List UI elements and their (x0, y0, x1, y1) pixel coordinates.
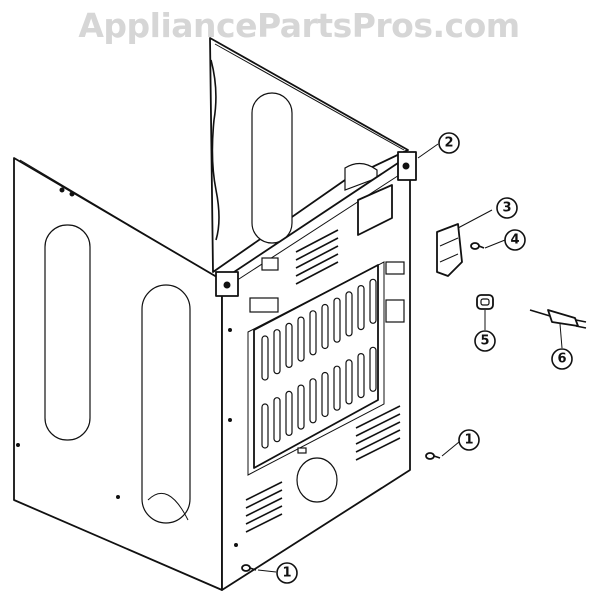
callout-5-label: 5 (480, 334, 489, 349)
louver-slot (261, 335, 269, 381)
upper-vent (295, 229, 339, 285)
louver-slot (321, 303, 329, 350)
louver-slot (309, 310, 317, 356)
louver-slot (321, 371, 329, 418)
left-side-panel (13, 157, 223, 591)
part-5-grommet (476, 294, 494, 310)
lower-right-vent (355, 405, 401, 461)
lower-left-vent (245, 481, 283, 533)
part-4-screw (470, 242, 485, 250)
exhaust-port (296, 457, 338, 503)
callout-1b: 1 (276, 562, 298, 584)
louver-slot (309, 378, 317, 424)
louver-slot (345, 291, 353, 337)
part-1-screw-a (425, 452, 441, 460)
callout-4: 4 (504, 229, 526, 251)
louver-slot (297, 316, 305, 362)
callout-6-label: 6 (557, 352, 566, 367)
louver-slot (345, 359, 353, 405)
louver-slot (285, 322, 293, 368)
callout-2-label: 2 (444, 136, 453, 151)
callout-3: 3 (496, 197, 518, 219)
callout-1b-label: 1 (282, 566, 291, 581)
louver-slot (369, 346, 377, 392)
louver-slot (273, 329, 281, 375)
rear-panel (215, 151, 417, 591)
callout-3-label: 3 (502, 201, 511, 216)
watermark: AppliancePartsPros.com (78, 6, 520, 45)
callout-1a-label: 1 (464, 433, 473, 448)
louver-slot (333, 297, 341, 343)
callout-4-label: 4 (510, 233, 519, 248)
louver-slot (273, 397, 281, 443)
louver-slot (357, 353, 365, 399)
callout-6: 6 (551, 348, 573, 370)
louver-panel (247, 261, 385, 476)
louver-slot (285, 390, 293, 436)
louver-slot (333, 365, 341, 411)
callout-5: 5 (474, 330, 496, 352)
callout-1a: 1 (458, 429, 480, 451)
louver-slot (261, 403, 269, 449)
callout-2: 2 (438, 132, 460, 154)
leader-lines (257, 143, 563, 573)
louver-slot (357, 285, 365, 331)
louver-slot (297, 384, 305, 430)
part-6-power-cord (529, 309, 587, 329)
louver-slot (369, 278, 377, 324)
part-1-screw-b (241, 564, 257, 572)
part-3-cover (436, 223, 463, 277)
